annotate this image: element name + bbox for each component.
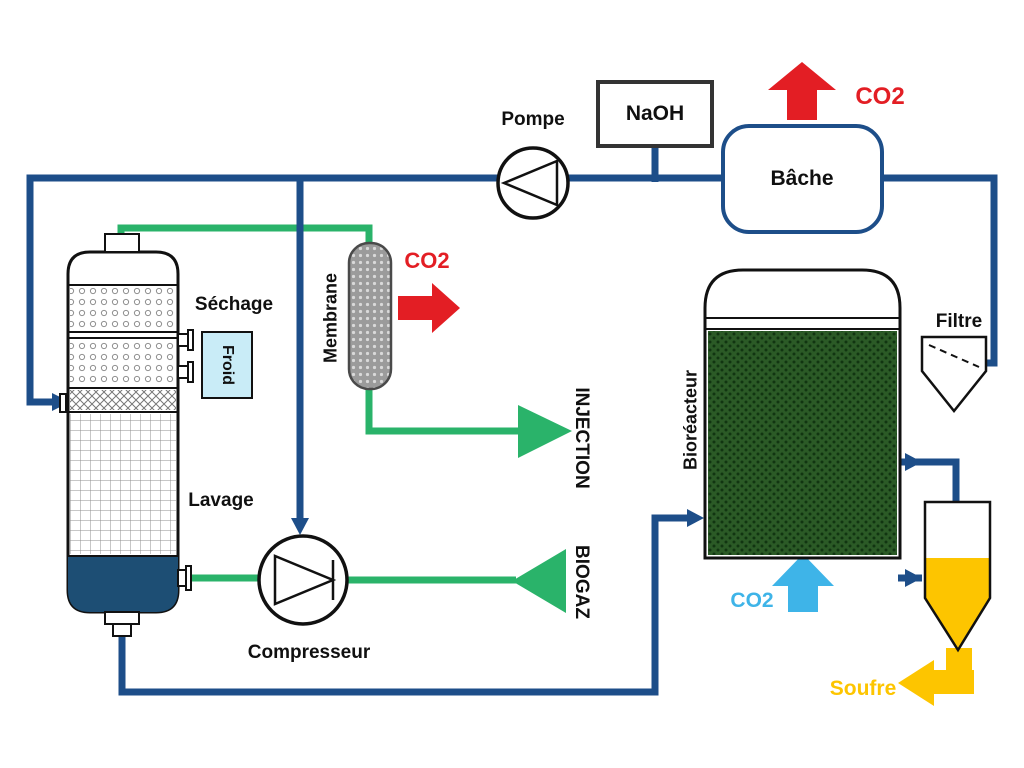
arrow-to-separator-side — [905, 569, 922, 587]
co2-feed-arrow — [772, 554, 834, 612]
column-top-nozzle — [104, 233, 140, 253]
drying-label: Séchage — [194, 294, 274, 315]
cold-unit-box: Froid — [201, 331, 253, 399]
column-section-lines — [68, 284, 178, 557]
compressor-symbol — [257, 534, 349, 626]
washing-label: Lavage — [188, 490, 254, 511]
scrubber-column — [59, 233, 194, 637]
naoh-label: NaOH — [625, 102, 685, 125]
column-bottom-stub — [112, 623, 132, 637]
filter-label: Filtre — [935, 311, 983, 332]
pipe-membrane-to-injection — [365, 384, 518, 435]
arrow-into-compressor — [291, 518, 309, 535]
flow-arrows — [398, 62, 974, 706]
column-bottom-flange — [104, 611, 140, 625]
pipe-bottom-loop — [118, 514, 690, 696]
membrane-label: Membrane — [320, 272, 341, 364]
filter-funnel — [920, 335, 988, 414]
bioreactor-tank — [703, 268, 902, 560]
sulfur-separator — [923, 500, 992, 653]
sulfur-label: Soufre — [829, 677, 897, 700]
biogas-label: BIOGAZ — [571, 545, 592, 619]
cold-label: Froid — [219, 345, 236, 385]
column-liquid — [68, 556, 178, 612]
naoh-box — [596, 80, 714, 148]
column-demister — [70, 390, 176, 410]
sulfur-out-arrow — [898, 648, 974, 706]
biogas-inlet-cone — [512, 549, 566, 613]
arrow-into-bioreactor — [687, 509, 704, 527]
column-side-nozzles — [59, 329, 194, 591]
co2-membrane-arrow — [398, 283, 460, 333]
sulfur-level — [925, 558, 990, 650]
green-pipes — [117, 224, 518, 584]
membrane-cylinder — [347, 241, 393, 391]
column-packing-lower — [70, 414, 176, 554]
co2-release-arrow — [768, 62, 836, 120]
bioreactor-rim-lines — [705, 317, 900, 330]
injection-arrow — [518, 405, 572, 458]
bioreactor-label: Bioréacteur — [680, 369, 701, 471]
bache-tank — [721, 124, 884, 234]
bache-label: Bâche — [770, 167, 834, 190]
pump-label: Pompe — [501, 109, 565, 130]
compressor-label: Compresseur — [247, 642, 371, 663]
co2-membrane-label: CO2 — [404, 248, 450, 273]
column-packing-upper-2 — [70, 340, 176, 384]
bioreactor-culture — [708, 331, 897, 555]
co2-release-label: CO2 — [855, 83, 905, 110]
column-packing-upper-1 — [70, 288, 176, 330]
injection-label: INJECTION — [571, 387, 592, 489]
pipe-column-to-membrane — [117, 224, 373, 248]
pump-symbol — [496, 146, 570, 220]
arrow-to-separator-top — [905, 453, 922, 471]
co2-feed-label: CO2 — [730, 589, 774, 612]
